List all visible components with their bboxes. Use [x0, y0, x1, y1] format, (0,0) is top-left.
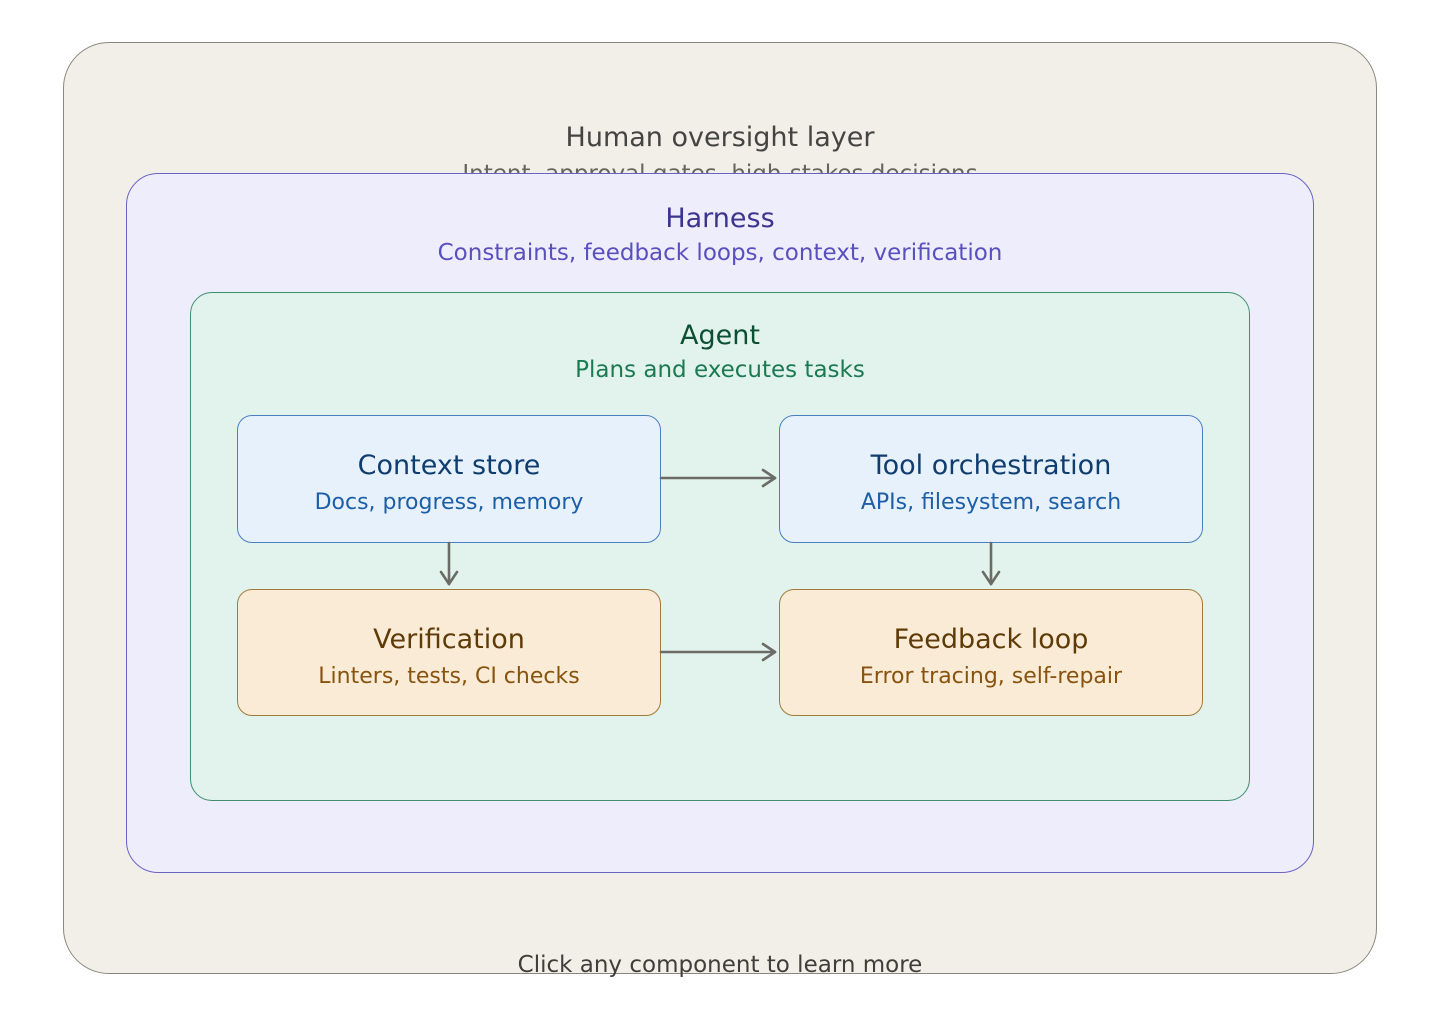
- feedback-loop-title: Feedback loop: [893, 624, 1089, 655]
- tool-orchestration-box[interactable]: Tool orchestration APIs, filesystem, sea…: [779, 415, 1203, 543]
- verification-subtitle: Linters, tests, CI checks: [318, 664, 580, 689]
- verification-box[interactable]: Verification Linters, tests, CI checks: [237, 589, 661, 716]
- agent-layer[interactable]: Agent Plans and executes tasks: [190, 292, 1250, 801]
- agent-subtitle: Plans and executes tasks: [575, 357, 865, 383]
- tool-orchestration-subtitle: APIs, filesystem, search: [860, 490, 1122, 515]
- tool-orchestration-title: Tool orchestration: [870, 450, 1112, 481]
- footer-hint: Click any component to learn more: [517, 952, 923, 978]
- context-store-box[interactable]: Context store Docs, progress, memory: [237, 415, 661, 543]
- agent-title: Agent: [680, 320, 760, 351]
- harness-subtitle: Constraints, feedback loops, context, ve…: [437, 240, 1003, 266]
- context-store-subtitle: Docs, progress, memory: [314, 490, 584, 515]
- verification-title: Verification: [373, 624, 525, 655]
- feedback-loop-subtitle: Error tracing, self-repair: [859, 664, 1123, 689]
- context-store-title: Context store: [357, 450, 541, 481]
- human-oversight-title: Human oversight layer: [565, 122, 875, 153]
- harness-title: Harness: [665, 203, 775, 234]
- feedback-loop-box[interactable]: Feedback loop Error tracing, self-repair: [779, 589, 1203, 716]
